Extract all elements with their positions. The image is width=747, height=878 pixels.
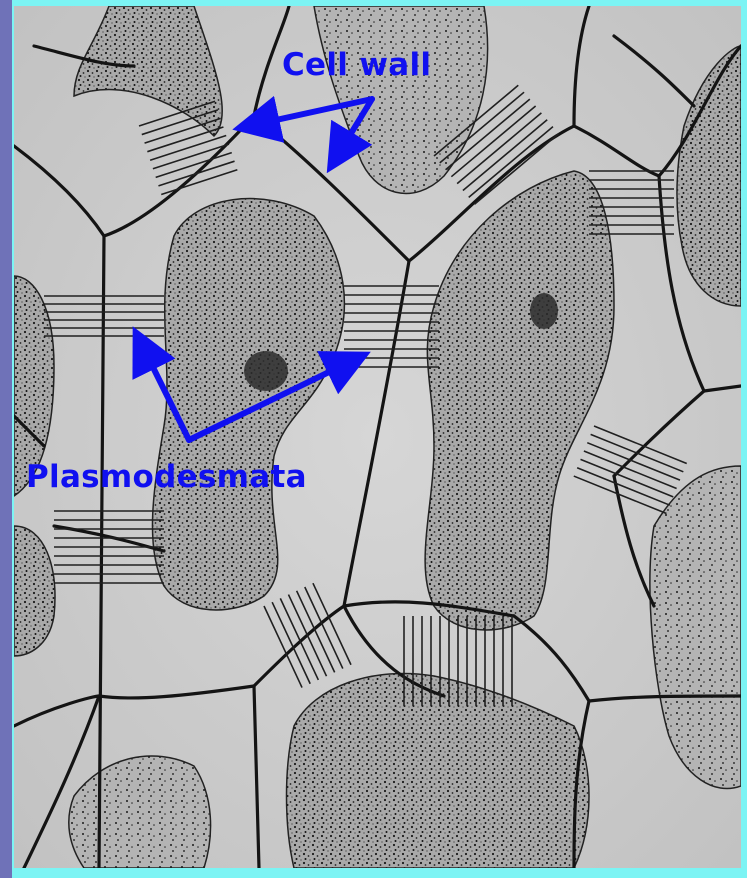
left-side-strip xyxy=(0,0,12,878)
cell-wall-label: Cell wall xyxy=(282,50,431,81)
micrograph-drawing xyxy=(14,6,741,868)
plant-cells-micrograph xyxy=(14,6,741,868)
plasmodesmata-label: Plasmodesmata xyxy=(26,462,307,493)
